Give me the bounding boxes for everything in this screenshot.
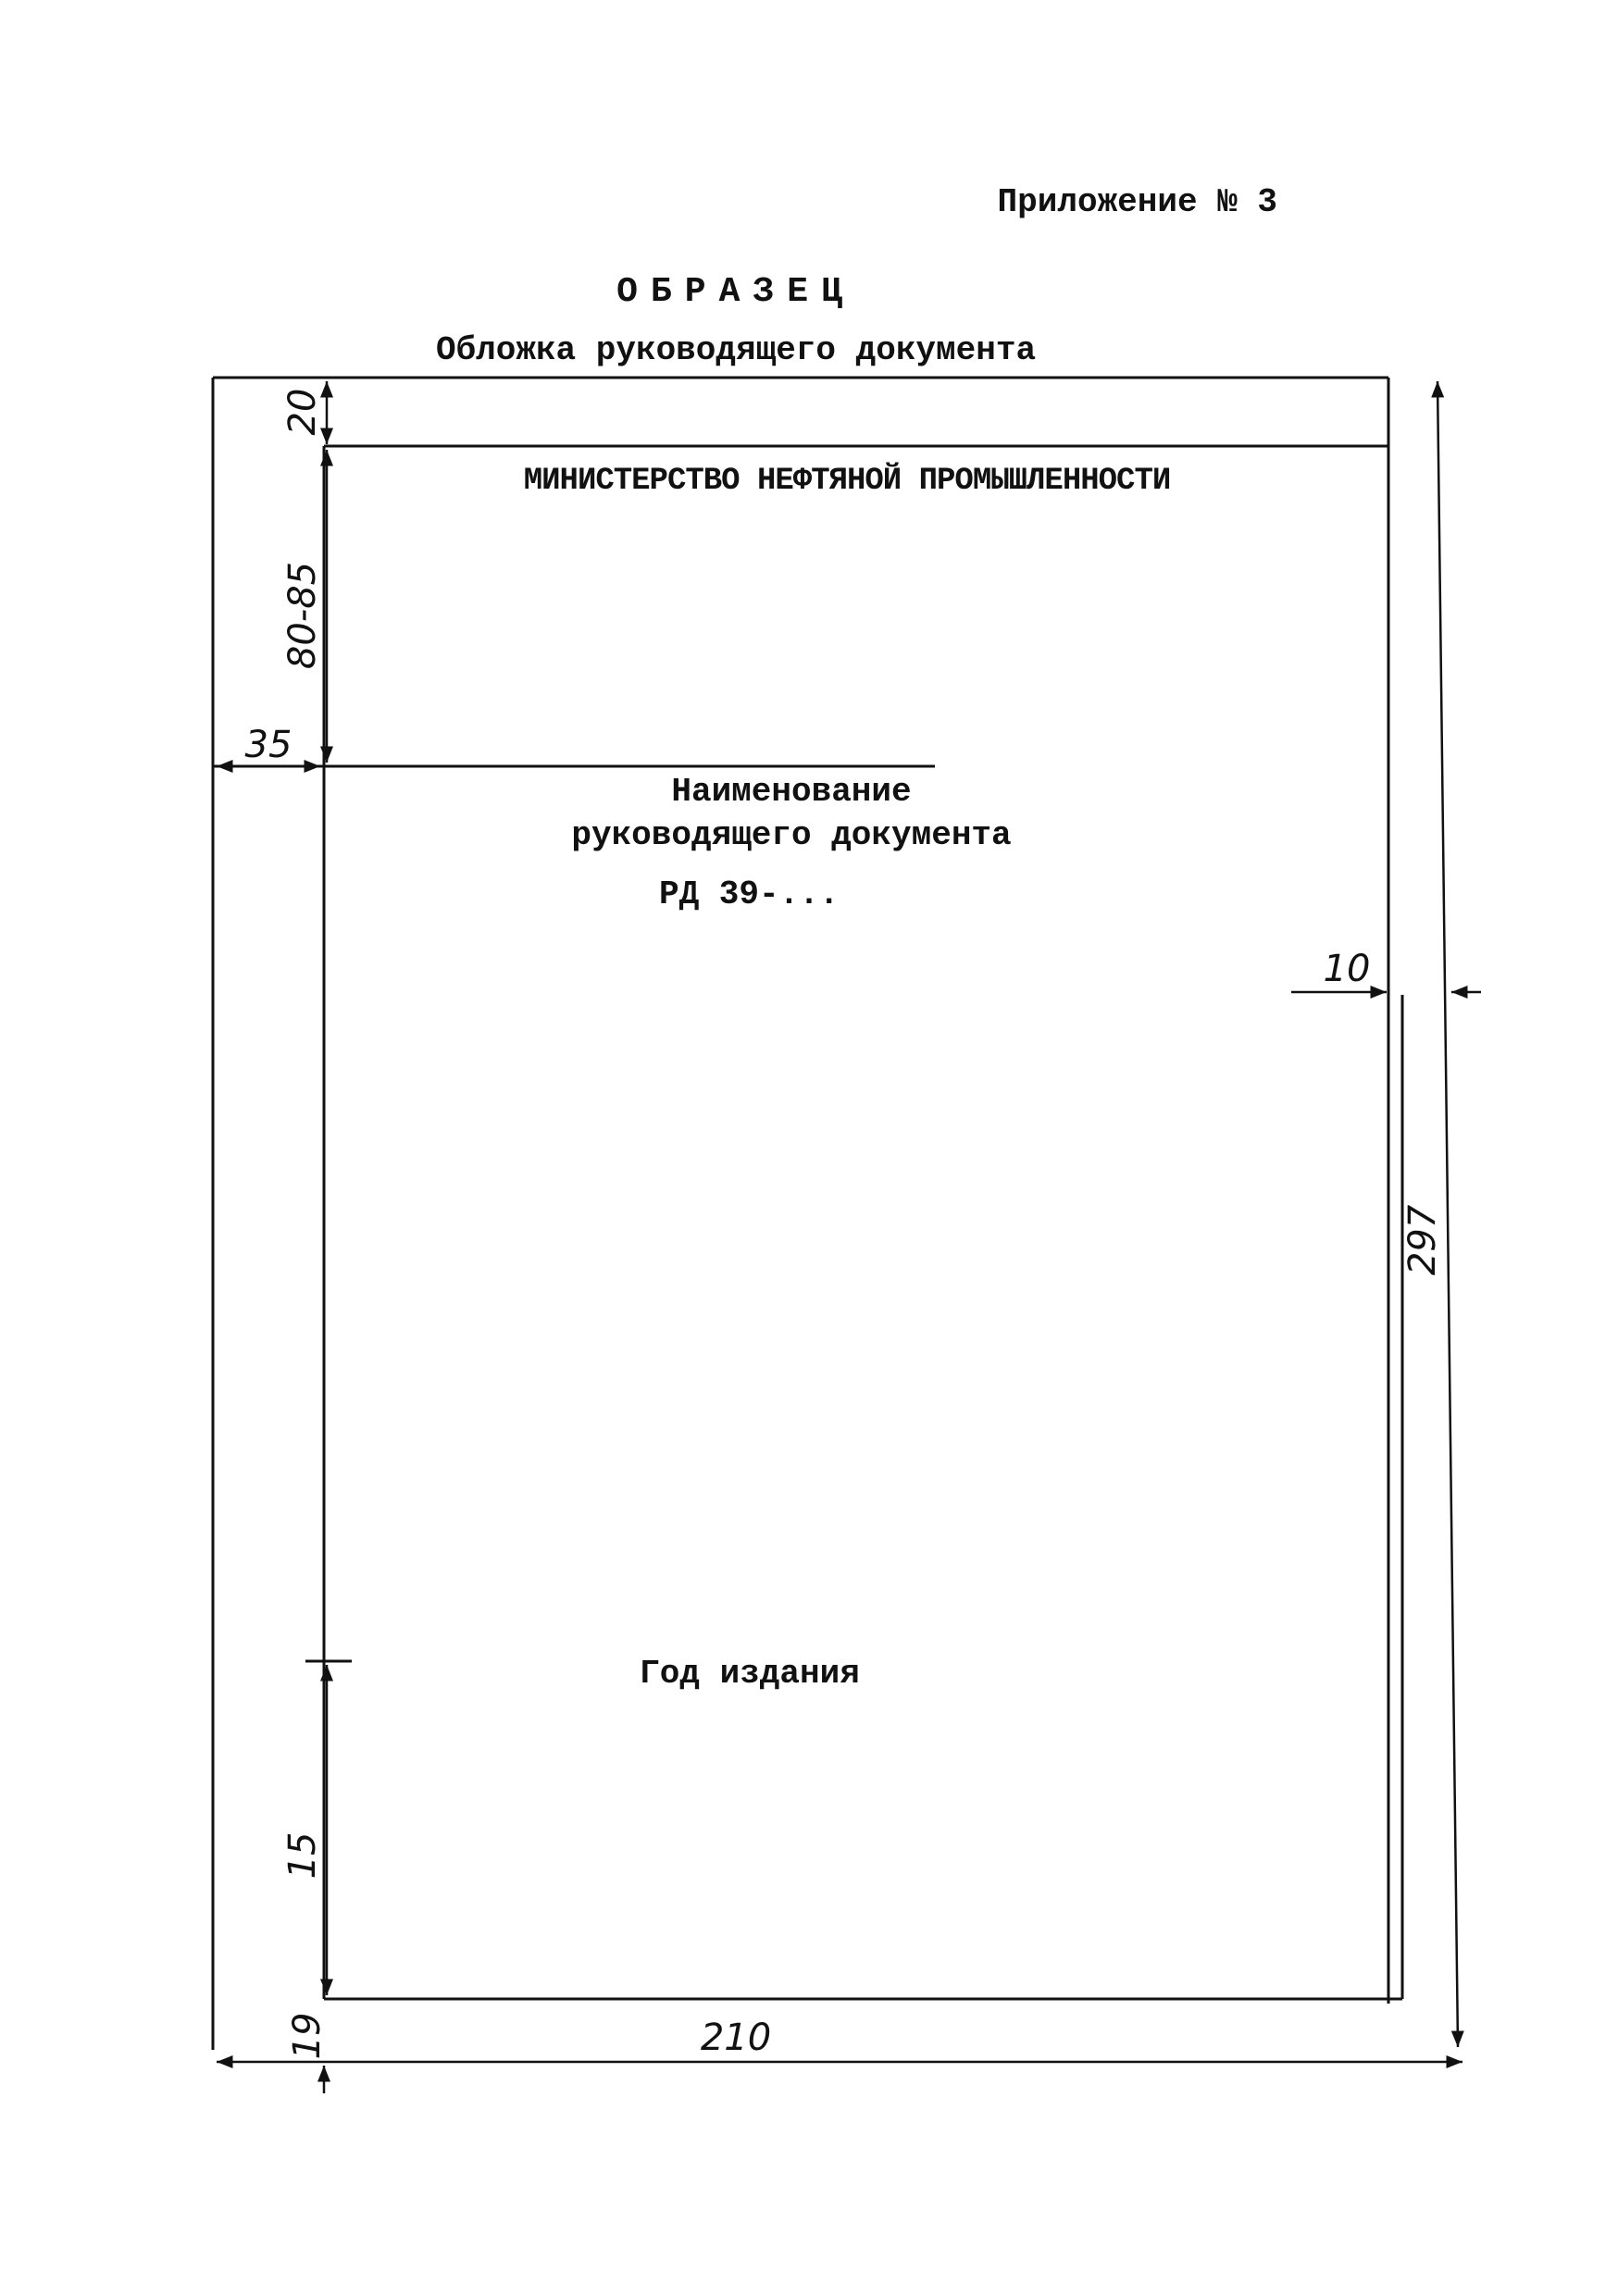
cover-subtitle: Обложка руководящего документа (436, 331, 1036, 369)
dim-top-margin-label: 20 (281, 389, 324, 436)
doc-name-line2: руководящего документа (571, 816, 1011, 854)
ministry-title: МИНИСТЕРСТВО НЕФТЯНОЙ ПРОМЫШЛЕННОСТИ (524, 463, 1171, 499)
publication-year: Год издания (640, 1655, 860, 1693)
dim-bottom-block-label: 15 (281, 1832, 324, 1880)
dim-bottom-margin-label: 19 (286, 2013, 329, 2060)
dim-title-block-label: 80-85 (281, 562, 324, 669)
doc-name-line1: Наименование (671, 773, 911, 811)
dim-height-arrow (1431, 380, 1464, 2048)
dim-width-label: 210 (701, 2017, 771, 2059)
dim-height-label: 297 (1401, 1204, 1444, 1275)
sample-heading: ОБРАЗЕЦ (616, 272, 855, 312)
doc-code: РД 39-... (659, 875, 839, 913)
dim-left-margin-label: 35 (245, 724, 292, 766)
dim-right-margin-label: 10 (1324, 948, 1371, 990)
appendix-label: Приложение № 3 (998, 183, 1277, 221)
